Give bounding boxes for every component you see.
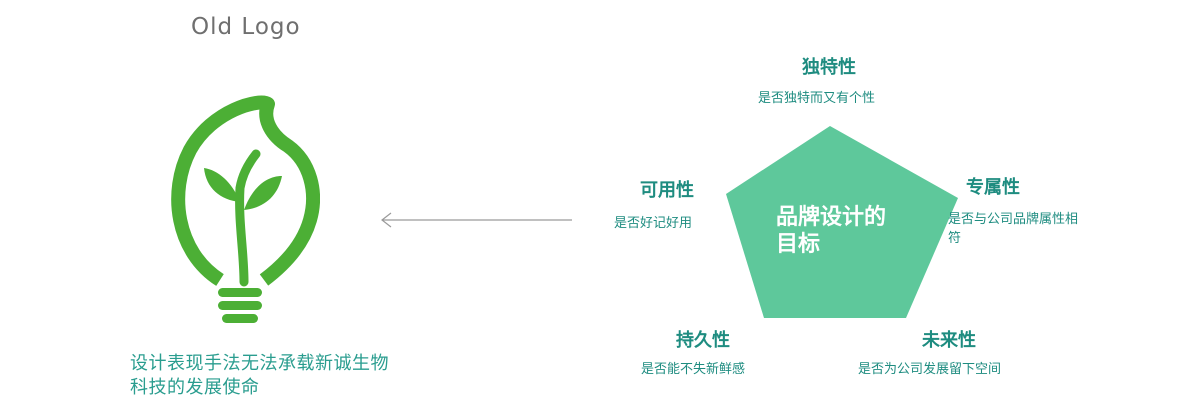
left-leaf bbox=[204, 168, 240, 202]
attr-durability-desc: 是否能不失新鲜感 bbox=[641, 362, 746, 377]
pentagon-center-label: 品牌设计的目标 bbox=[776, 205, 887, 257]
old-logo-caption: 设计表现手法无法承载新诚生物科技的发展使命 bbox=[130, 353, 389, 398]
attr-durability-title: 持久性 bbox=[676, 330, 730, 351]
attr-uniqueness-desc: 是否独特而又有个性 bbox=[758, 91, 876, 106]
attr-usability-desc: 是否好记好用 bbox=[614, 216, 693, 231]
arrow-left-icon bbox=[381, 212, 572, 228]
attr-future-title: 未来性 bbox=[922, 330, 976, 351]
attr-exclusivity-title: 专属性 bbox=[966, 177, 1020, 198]
attr-future-desc: 是否为公司发展留下空间 bbox=[858, 362, 1002, 377]
lightbulb-leaf-logo bbox=[171, 95, 320, 323]
attr-uniqueness-title: 独特性 bbox=[802, 57, 856, 78]
old-logo-title: Old Logo bbox=[191, 14, 301, 40]
bulb-outline bbox=[171, 95, 320, 286]
attr-usability-title: 可用性 bbox=[640, 180, 694, 201]
bulb-base-ring-2 bbox=[218, 301, 262, 310]
brand-goal-pentagon bbox=[726, 126, 958, 318]
bulb-base-ring-3 bbox=[222, 314, 258, 323]
right-leaf bbox=[244, 176, 282, 210]
sprout-stem bbox=[235, 149, 261, 287]
bulb-base-ring-1 bbox=[218, 288, 262, 297]
attr-exclusivity-desc: 是否与公司品牌属性相符 bbox=[948, 212, 1079, 246]
